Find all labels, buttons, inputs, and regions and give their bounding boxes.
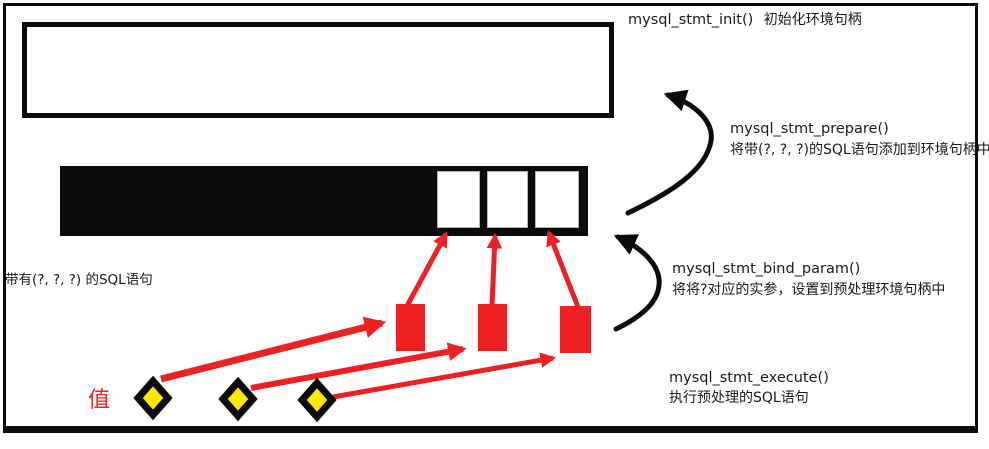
value-label: 值: [88, 388, 111, 413]
param-box-1: [396, 304, 425, 351]
value-diamond-2: [218, 376, 258, 422]
stmt-bind-param-desc: 将将?对应的实参，设置到预处理环境句柄中: [672, 282, 946, 298]
placeholder-slot-3: [535, 171, 579, 228]
stmt-init-fn: mysql_stmt_init(): [628, 12, 754, 28]
stmt-bind-param-fn: mysql_stmt_bind_param(): [672, 261, 861, 277]
prepare-curved-arrow: [625, 89, 714, 216]
param-to-slot-arrow-3: [546, 230, 581, 308]
outer-frame: [3, 3, 978, 433]
value-diamond-3: [297, 377, 337, 423]
placeholder-slot-1: [437, 171, 480, 228]
stmt-init-desc: 初始化环境句柄: [763, 12, 862, 28]
value-to-param-arrow-2: [250, 342, 467, 391]
placeholder-slot-2: [487, 171, 528, 228]
value-to-param-arrow-1: [160, 316, 387, 383]
bind-param-curved-arrow: [613, 234, 662, 332]
sql-with-placeholders-label: 带有(?, ?, ?) 的SQL语句: [5, 272, 153, 288]
value-diamond-1: [133, 375, 173, 421]
stmt-prepare-desc: 将带(?, ?, ?)的SQL语句添加到环境句柄中: [730, 142, 989, 158]
env-handle-box: [22, 22, 614, 118]
label-stmt-init: mysql_stmt_init() 初始化环境句柄: [628, 10, 862, 30]
param-box-3: [560, 306, 591, 353]
value-to-param-arrow-3: [332, 352, 557, 400]
param-box-2: [478, 304, 507, 351]
stmt-prepare-fn: mysql_stmt_prepare(): [730, 121, 889, 137]
param-to-slot-arrow-1: [404, 231, 449, 308]
param-to-slot-arrow-2: [486, 232, 503, 307]
stmt-execute-fn: mysql_stmt_execute(): [669, 370, 829, 386]
stmt-execute-desc: 执行预处理的SQL语句: [669, 390, 809, 406]
sql-statement-bar: [60, 166, 588, 236]
